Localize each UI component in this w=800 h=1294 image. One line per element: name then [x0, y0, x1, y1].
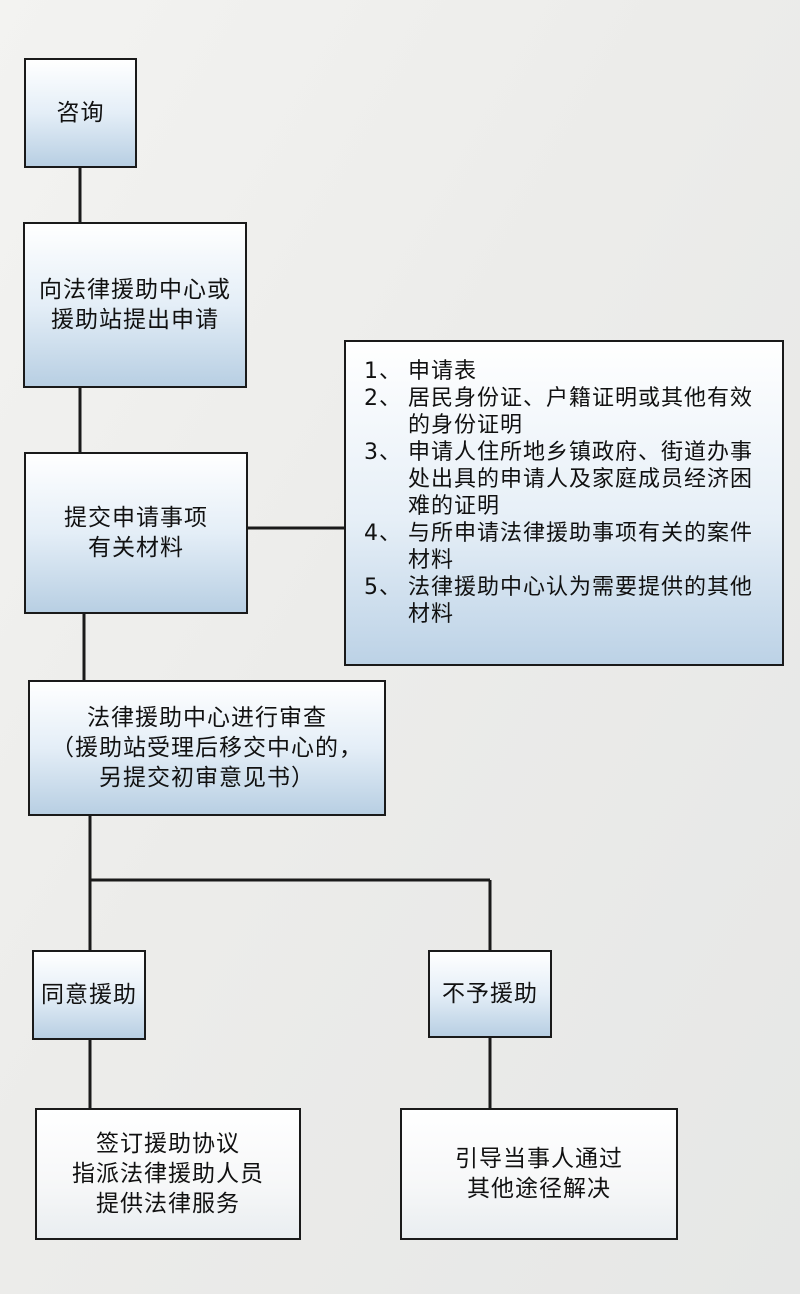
material-item: 2、 居民身份证、户籍证明或其他有效的身份证明 [364, 385, 764, 439]
material-number: 4、 [364, 521, 402, 546]
apply-label-line2: 援助站提出申请 [51, 307, 219, 333]
material-item: 5、 法律援助中心认为需要提供的其他材料 [364, 574, 764, 628]
materials-list: 1、 申请表 2、 居民身份证、户籍证明或其他有效的身份证明 3、 申请人住所地… [344, 340, 784, 666]
material-item: 4、 与所申请法律援助事项有关的案件材料 [364, 520, 764, 574]
reject-next-line2: 其他途径解决 [467, 1176, 611, 1202]
material-number: 1、 [364, 359, 402, 384]
approve-next-line2: 指派法律援助人员 [72, 1161, 264, 1187]
submit-label-line1: 提交申请事项 [64, 505, 208, 531]
review-label-line1: 法律援助中心进行审查 [87, 705, 327, 731]
material-item: 1、 申请表 [364, 358, 764, 385]
review-box: 法律援助中心进行审查 （援助站受理后移交中心的， 另提交初审意见书） [28, 680, 386, 816]
material-item: 3、 申请人住所地乡镇政府、街道办事处出具的申请人及家庭成员经济困难的证明 [364, 439, 764, 520]
approve-next-line3: 提供法律服务 [96, 1191, 240, 1217]
material-text: 申请人住所地乡镇政府、街道办事处出具的申请人及家庭成员经济困难的证明 [408, 440, 754, 519]
review-label-line3: 另提交初审意见书） [99, 765, 315, 791]
reject-box: 不予援助 [428, 950, 552, 1038]
review-label-line2: （援助站受理后移交中心的， [51, 735, 363, 761]
reject-label: 不予援助 [442, 981, 538, 1007]
reject-next-box: 引导当事人通过 其他途径解决 [400, 1108, 678, 1240]
material-text: 与所申请法律援助事项有关的案件材料 [408, 521, 754, 573]
material-number: 3、 [364, 440, 402, 465]
material-text: 申请表 [408, 359, 478, 384]
consult-box: 咨询 [24, 58, 137, 168]
submit-label-line2: 有关材料 [88, 535, 184, 561]
approve-next-line1: 签订援助协议 [96, 1131, 240, 1157]
apply-label-line1: 向法律援助中心或 [39, 277, 231, 303]
consult-label: 咨询 [56, 100, 105, 126]
submit-box: 提交申请事项 有关材料 [24, 452, 248, 614]
material-number: 2、 [364, 386, 402, 411]
material-number: 5、 [364, 575, 402, 600]
approve-next-box: 签订援助协议 指派法律援助人员 提供法律服务 [35, 1108, 301, 1240]
apply-box: 向法律援助中心或 援助站提出申请 [23, 222, 247, 388]
approve-label: 同意援助 [41, 982, 137, 1008]
material-text: 居民身份证、户籍证明或其他有效的身份证明 [408, 386, 754, 438]
material-text: 法律援助中心认为需要提供的其他材料 [408, 575, 754, 627]
reject-next-line1: 引导当事人通过 [455, 1146, 623, 1172]
approve-box: 同意援助 [32, 950, 146, 1040]
